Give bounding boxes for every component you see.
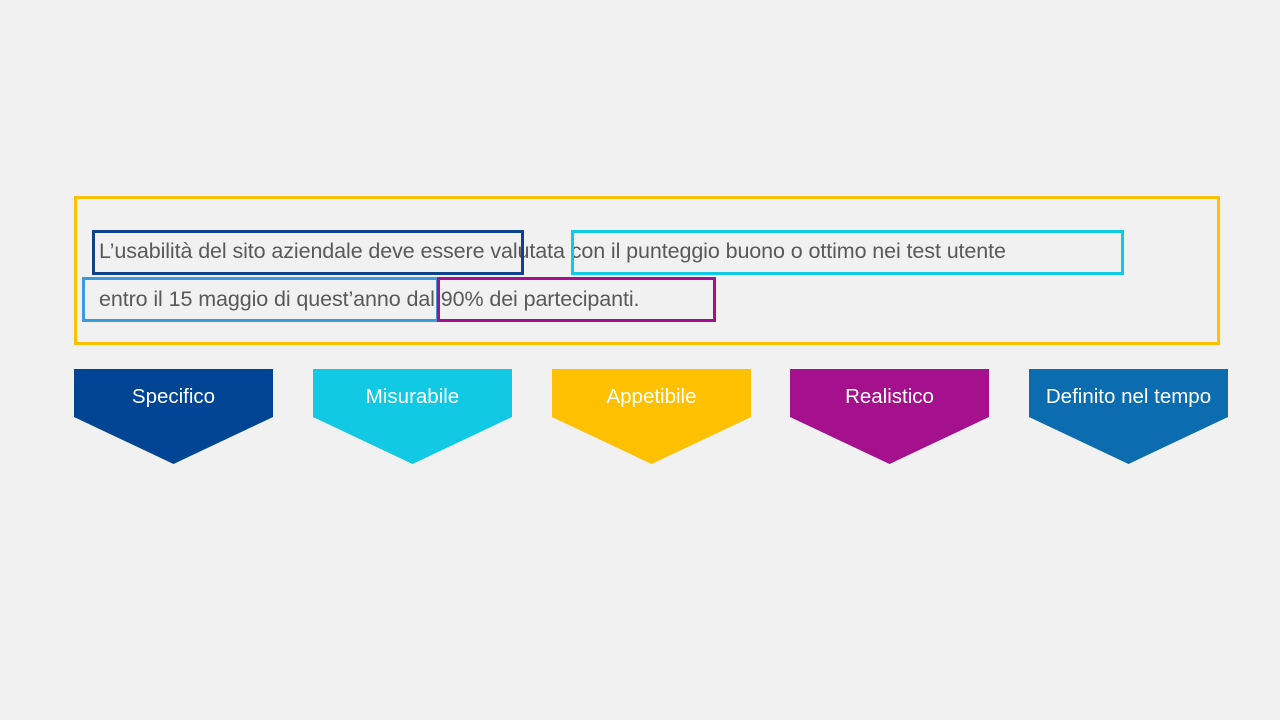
banner-misurabile[interactable]: Misurabile	[313, 369, 512, 464]
banner-realistico[interactable]: Realistico	[790, 369, 989, 464]
smart-banner-row: Specifico Misurabile Appetibile Realisti…	[0, 369, 1280, 469]
banner-label-specifico: Specifico	[131, 385, 216, 408]
banner-label-realistico: Realistico	[845, 385, 934, 408]
banner-specifico[interactable]: Specifico	[74, 369, 273, 464]
highlight-box-specifico	[92, 230, 524, 275]
highlight-box-misurabile	[571, 230, 1124, 275]
banner-label-misurabile: Misurabile	[365, 385, 460, 408]
banner-label-definito-nel-tempo: Definito nel tempo	[1045, 385, 1212, 408]
statement-block: L’usabilità del sito aziendale deve esse…	[74, 196, 1220, 345]
highlight-box-realistico	[437, 277, 716, 322]
highlight-box-definito-nel-tempo	[82, 277, 439, 322]
statement-line-2: entro il 15 maggio di quest’anno dal 90%…	[99, 287, 640, 311]
statement-line-1: L’usabilità del sito aziendale deve esse…	[99, 239, 1006, 263]
banner-definito-nel-tempo[interactable]: Definito nel tempo	[1029, 369, 1228, 464]
banner-label-appetibile: Appetibile	[606, 385, 697, 408]
banner-appetibile[interactable]: Appetibile	[552, 369, 751, 464]
